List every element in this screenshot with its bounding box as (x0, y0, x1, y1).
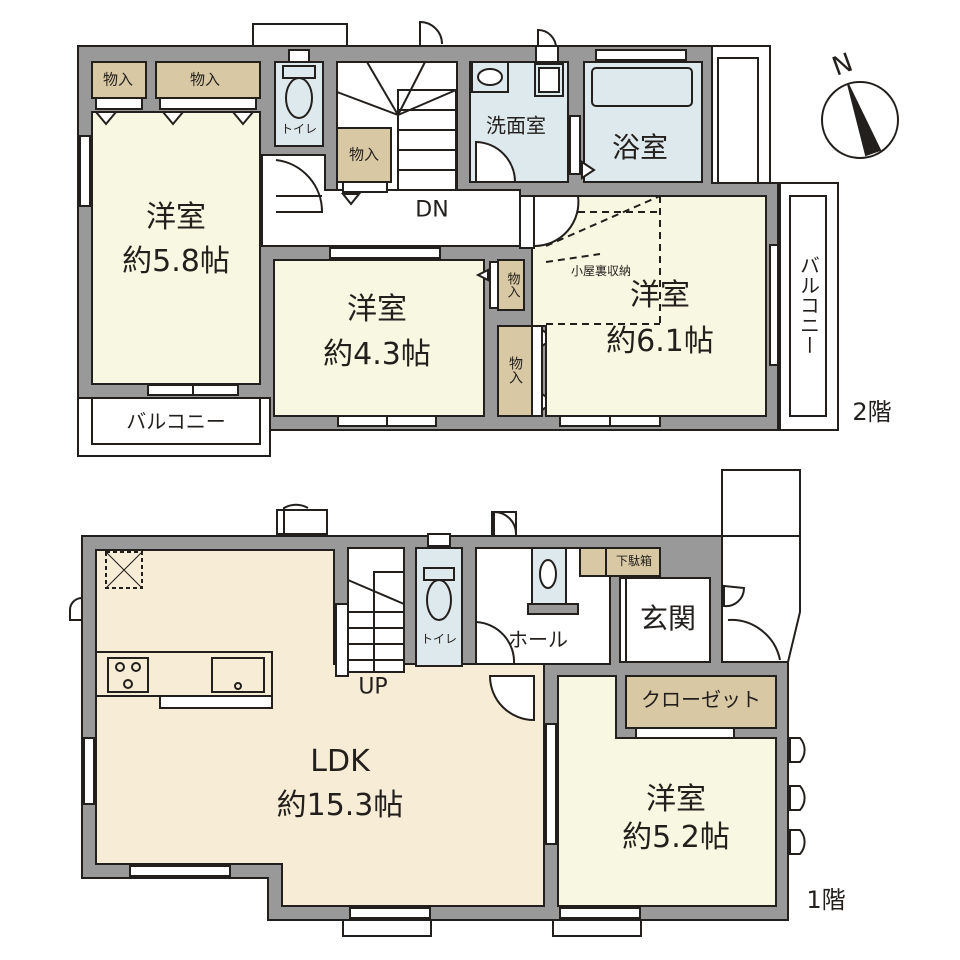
washroom-label: 洗面室 (486, 113, 546, 138)
east-bedroom-name: 洋室 (630, 277, 690, 313)
west-bedroom-size: 約5.8帖 (122, 243, 230, 279)
bedroom-1f-name: 洋室 (646, 781, 706, 817)
ldk-size: 約15.3帖 (276, 787, 404, 823)
closet-label: 物入 (348, 145, 380, 164)
west-bedroom-floor (91, 111, 261, 385)
stair-down-label: DN (415, 197, 449, 223)
closet-label: 物入 (507, 356, 524, 384)
east-bedroom-size: 約6.1帖 (606, 323, 714, 359)
stair-up-label: UP (358, 674, 388, 700)
east-balcony-label: バルコニー (796, 255, 821, 355)
toilet-1f-label: トイレ (420, 632, 458, 647)
closet-1f-label: クローゼット (641, 687, 761, 712)
center-bedroom-size: 約4.3帖 (323, 336, 431, 372)
closet-label: 物入 (102, 70, 134, 89)
bedroom-1f-size: 約5.2帖 (622, 819, 730, 855)
attic-storage-label: 小屋裏収納 (570, 264, 632, 279)
hall-label: ホール (508, 627, 568, 652)
ldk-name: LDK (310, 743, 370, 779)
toilet-2f-label: トイレ (280, 122, 318, 137)
center-bedroom-name: 洋室 (347, 291, 407, 327)
floor-1-label: 1階 (806, 886, 846, 915)
bathroom-label: 浴室 (611, 130, 669, 164)
west-bedroom-name: 洋室 (146, 199, 206, 235)
entrance-label: 玄関 (639, 601, 697, 635)
shoe-box-label: 下駄箱 (615, 554, 653, 569)
closet-label: 物入 (504, 272, 520, 298)
west-balcony-label: バルコニー (126, 409, 226, 434)
floor-2-label: 2階 (852, 398, 892, 427)
closet-label: 物入 (189, 70, 221, 89)
